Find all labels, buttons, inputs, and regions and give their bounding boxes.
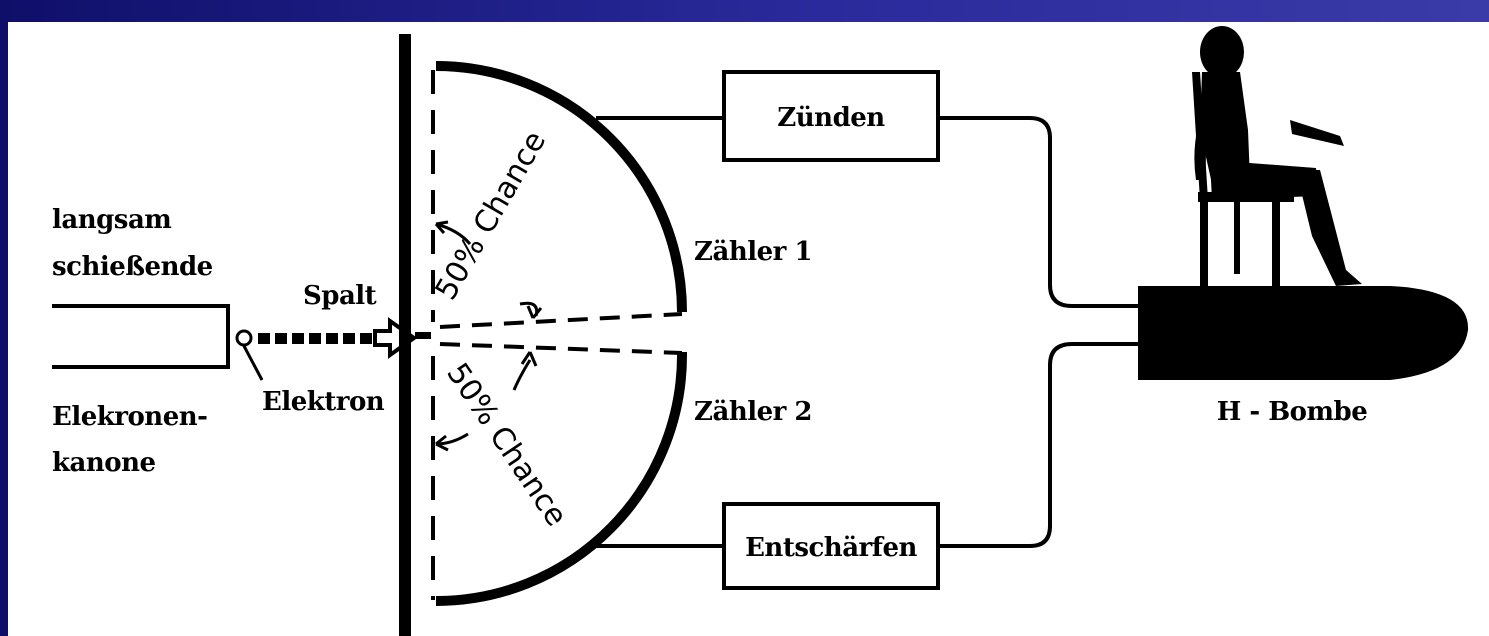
counter-1-arc xyxy=(435,61,687,313)
chance-lower-label: 50% Chance xyxy=(439,357,573,533)
electron-beam xyxy=(258,333,372,344)
gun-label-line1: langsam xyxy=(52,205,171,235)
bomb-icon xyxy=(1138,286,1469,380)
gun-label-line2: schießende xyxy=(52,252,213,282)
chance-upper-label: 50% Chance xyxy=(429,125,554,306)
bomb-label: H - Bombe xyxy=(1217,397,1368,427)
counter-1-label: Zähler 1 xyxy=(694,237,812,267)
electron-label: Elektron xyxy=(262,387,385,417)
electron-gun-icon xyxy=(52,304,230,369)
slit-label: Spalt xyxy=(303,281,377,311)
electron-icon xyxy=(235,329,264,381)
gun-label-line4: kanone xyxy=(52,448,156,478)
gun-label-line3: Elekronen- xyxy=(52,402,207,432)
dashed-beams xyxy=(439,312,683,355)
angle-arrows xyxy=(434,220,543,452)
counter-arcs xyxy=(435,61,688,606)
counter-2-arc xyxy=(435,351,688,606)
detonate-label: Zünden xyxy=(777,103,885,133)
wiring xyxy=(596,116,1140,548)
defuse-label: Entschärfen xyxy=(745,533,917,563)
counter-2-label: Zähler 2 xyxy=(694,397,812,427)
defuse-box xyxy=(722,502,940,590)
detonate-box xyxy=(722,70,940,162)
seated-person-icon xyxy=(1192,26,1362,286)
slit-wall xyxy=(399,34,431,636)
